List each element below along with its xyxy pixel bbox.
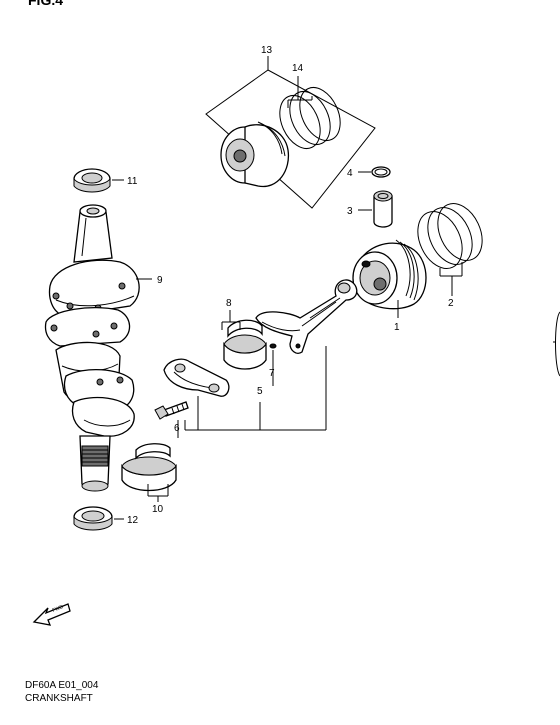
callout-4: 4 xyxy=(347,168,353,179)
callout-14: 14 xyxy=(292,63,304,74)
piston-set-box: 13 14 xyxy=(205,45,376,209)
callout-13: 13 xyxy=(261,45,273,56)
fwd-label: FWD xyxy=(52,604,65,614)
callout-3: 3 xyxy=(347,206,353,217)
callout-7: 7 xyxy=(269,368,275,379)
diagram-title: CRANKSHAFT xyxy=(25,693,93,704)
main-bearing: 10 xyxy=(121,443,177,515)
callout-8: 8 xyxy=(226,298,232,309)
circlip: 4 xyxy=(347,166,391,179)
fwd-arrow: FWD xyxy=(32,603,71,626)
conrod-bearing: 8 xyxy=(221,298,267,370)
knock-pin: 7 xyxy=(269,343,277,386)
callout-12: 12 xyxy=(127,515,139,526)
connecting-rod xyxy=(255,279,358,354)
callout-10: 10 xyxy=(152,504,164,515)
piston-pin: 3 xyxy=(347,190,393,228)
callout-1: 1 xyxy=(394,322,400,333)
crankshaft: 9 xyxy=(44,204,163,492)
callout-6: 6 xyxy=(174,423,180,434)
callout-5: 5 xyxy=(257,386,263,397)
model-code: DF60A E01_004 xyxy=(25,680,99,691)
piston: 1 xyxy=(352,239,427,333)
boxed-piston xyxy=(220,121,290,188)
oil-seal-bottom: 12 xyxy=(73,506,139,531)
connecting-rod-cap xyxy=(163,358,230,397)
conrod-assembly-bracket: 5 xyxy=(184,346,327,431)
oil-seal-top: 11 xyxy=(73,168,138,193)
conrod-bolt: 6 xyxy=(154,401,189,438)
callout-11: 11 xyxy=(127,176,138,187)
figure-label: FIG.4 xyxy=(28,0,63,8)
callout-9: 9 xyxy=(157,275,163,286)
piston-rings: 2 xyxy=(417,203,483,309)
callout-2: 2 xyxy=(448,298,454,309)
edge-mark xyxy=(555,311,560,377)
